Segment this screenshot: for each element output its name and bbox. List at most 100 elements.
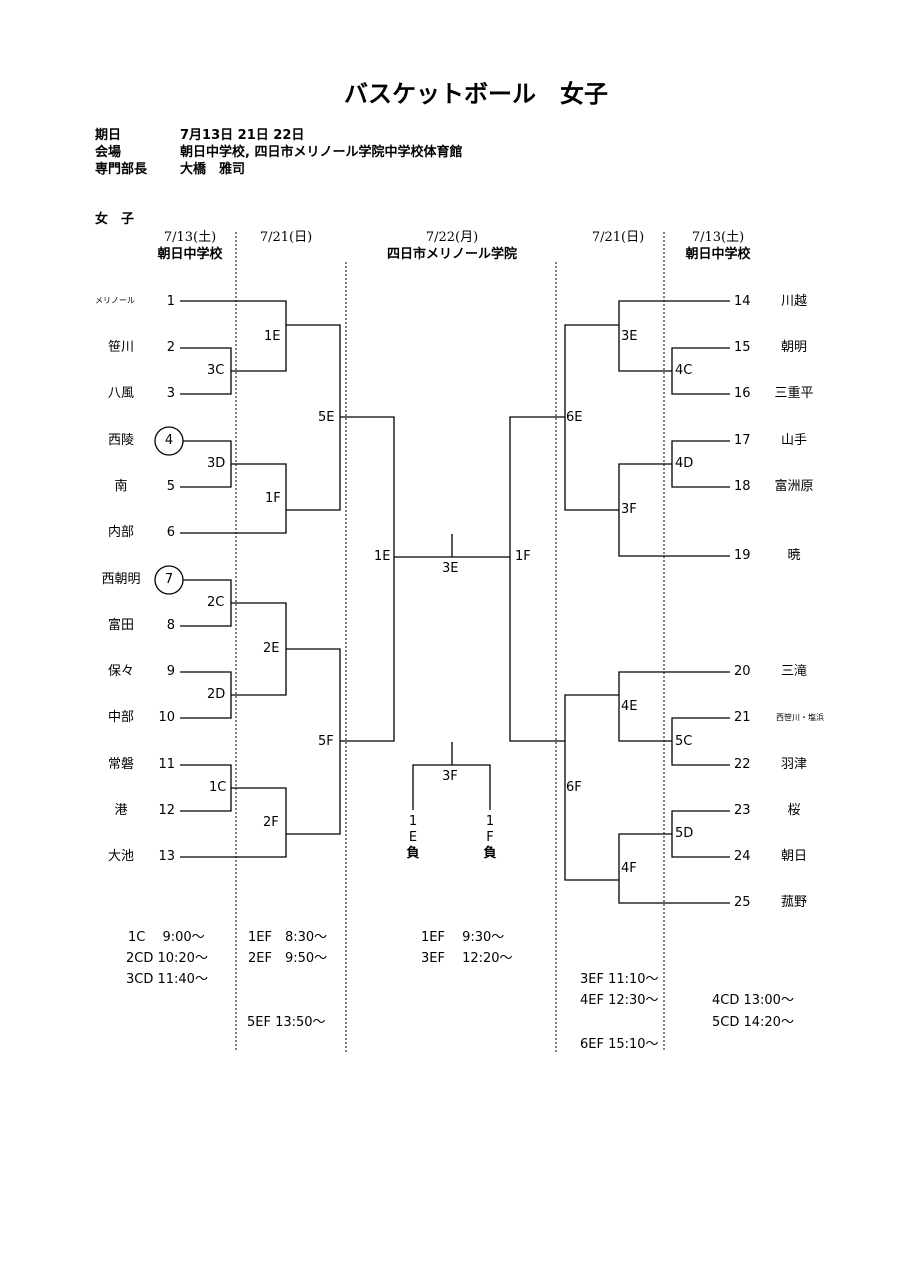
game-label: 5D [675, 826, 694, 841]
team-number: 13 [158, 849, 175, 864]
team-name: 内部 [107, 525, 135, 540]
schedule-item: 3CD 11:40～ [126, 972, 208, 987]
schedule-item: 1EF 9:30～ [421, 930, 505, 945]
team-name: 菰野 [780, 895, 808, 910]
game-label: 3D [207, 456, 226, 471]
game-label: 3F [442, 769, 458, 784]
game-label: 3F [621, 502, 637, 517]
match-5D [671, 810, 730, 858]
section-heading: 女 子 [95, 212, 135, 227]
third-place-left-label: 1 E 負 [406, 814, 420, 862]
game-label: 1F [265, 491, 281, 506]
team-name: 南 [114, 479, 128, 494]
match-3F [618, 463, 730, 557]
team-number: 16 [734, 386, 751, 401]
game-label: 5C [675, 734, 693, 749]
team-number: 12 [158, 803, 175, 818]
team-number: 21 [734, 710, 751, 725]
team-name: 常磐 [107, 757, 135, 772]
third-place-char: F [486, 830, 494, 845]
team-name: 朝明 [780, 340, 808, 355]
game-label: 3C [207, 363, 225, 378]
team-number: 25 [734, 895, 751, 910]
match-5C [671, 717, 730, 766]
team-number: 23 [734, 803, 751, 818]
team-number: 22 [734, 757, 751, 772]
match-4D [671, 440, 730, 488]
team-number: 11 [158, 757, 175, 772]
third-place-right-label: 1 F 負 [483, 814, 497, 862]
schedule-item: 2EF 9:50～ [248, 951, 328, 966]
schedule-item: 1EF 8:30～ [248, 930, 328, 945]
schedule-item: 4CD 13:00～ [712, 993, 794, 1008]
match-1F [180, 463, 287, 534]
team-number: 20 [734, 664, 751, 679]
third-place-char: 負 [483, 846, 497, 861]
col-left2-date: 7/21(日) [259, 230, 313, 245]
game-label: 4F [621, 861, 637, 876]
game-label: 2D [207, 687, 226, 702]
schedule-item: 1C 9:00～ [128, 930, 205, 945]
team-name: メリノール [95, 296, 135, 305]
game-label: 2E [263, 641, 280, 656]
team-number: 6 [166, 525, 175, 540]
game-label: 6F [566, 780, 582, 795]
match-6F [564, 694, 619, 881]
schedule-item: 2CD 10:20～ [126, 951, 208, 966]
team-name: 西陵 [107, 433, 135, 448]
schedule-item: 3EF 11:10～ [580, 972, 659, 987]
col-right1-venue: 朝日中学校 [685, 247, 751, 262]
col-center-venue: 四日市メリノール学院 [386, 247, 518, 262]
team-number: 7 [164, 572, 174, 587]
game-label: 1F [515, 549, 531, 564]
game-label: 4C [675, 363, 693, 378]
game-label: 2F [263, 815, 279, 830]
game-label: 5E [318, 410, 335, 425]
schedule-item: 3EF 12:20～ [421, 951, 513, 966]
match-1E-semi [340, 416, 395, 742]
game-label: 3E [442, 561, 459, 576]
game-label: 5F [318, 734, 334, 749]
team-number: 3 [166, 386, 175, 401]
match-1F-semi [509, 416, 565, 742]
team-number: 5 [166, 479, 175, 494]
game-label: 4D [675, 456, 694, 471]
team-number: 2 [166, 340, 175, 355]
info-label-venue: 会場 [95, 145, 122, 160]
game-label: 1E [374, 549, 391, 564]
game-label: 1E [264, 329, 281, 344]
team-name: 八風 [107, 386, 135, 401]
team-number: 24 [734, 849, 751, 864]
team-number: 15 [734, 340, 751, 355]
game-label: 2C [207, 595, 225, 610]
team-name: 富洲原 [774, 479, 814, 494]
team-number: 1 [166, 294, 175, 309]
info-value-date: 7月13日 21日 22日 [180, 128, 305, 143]
col-center-date: 7/22(月) [425, 230, 479, 245]
team-number: 17 [734, 433, 751, 448]
team-name: 西朝明 [101, 572, 141, 587]
third-place-char: 負 [406, 846, 420, 861]
game-label: 6E [566, 410, 583, 425]
team-number: 19 [734, 548, 751, 563]
match-4F [618, 833, 730, 904]
game-label: 4E [621, 699, 638, 714]
team-name: 富田 [107, 618, 135, 633]
info-value-venue: 朝日中学校, 四日市メリノール学院中学校体育館 [180, 145, 463, 160]
team-number: 9 [166, 664, 175, 679]
match-4E [618, 671, 730, 742]
page-title: バスケットボール 女子 [344, 80, 608, 108]
team-name: 羽津 [780, 757, 808, 772]
team-name: 大池 [107, 849, 135, 864]
match-3E [618, 300, 730, 372]
third-place-char: 1 [408, 814, 418, 829]
match-1E [180, 300, 287, 372]
match-4C [671, 347, 730, 395]
team-name: 中部 [107, 710, 135, 725]
team-name: 港 [114, 803, 128, 818]
team-name: 西笹川・塩浜 [776, 713, 824, 722]
team-name: 川越 [780, 294, 808, 309]
third-place-char: E [408, 830, 418, 845]
third-place-char: 1 [485, 814, 495, 829]
info-label-director: 専門部長 [95, 162, 148, 177]
